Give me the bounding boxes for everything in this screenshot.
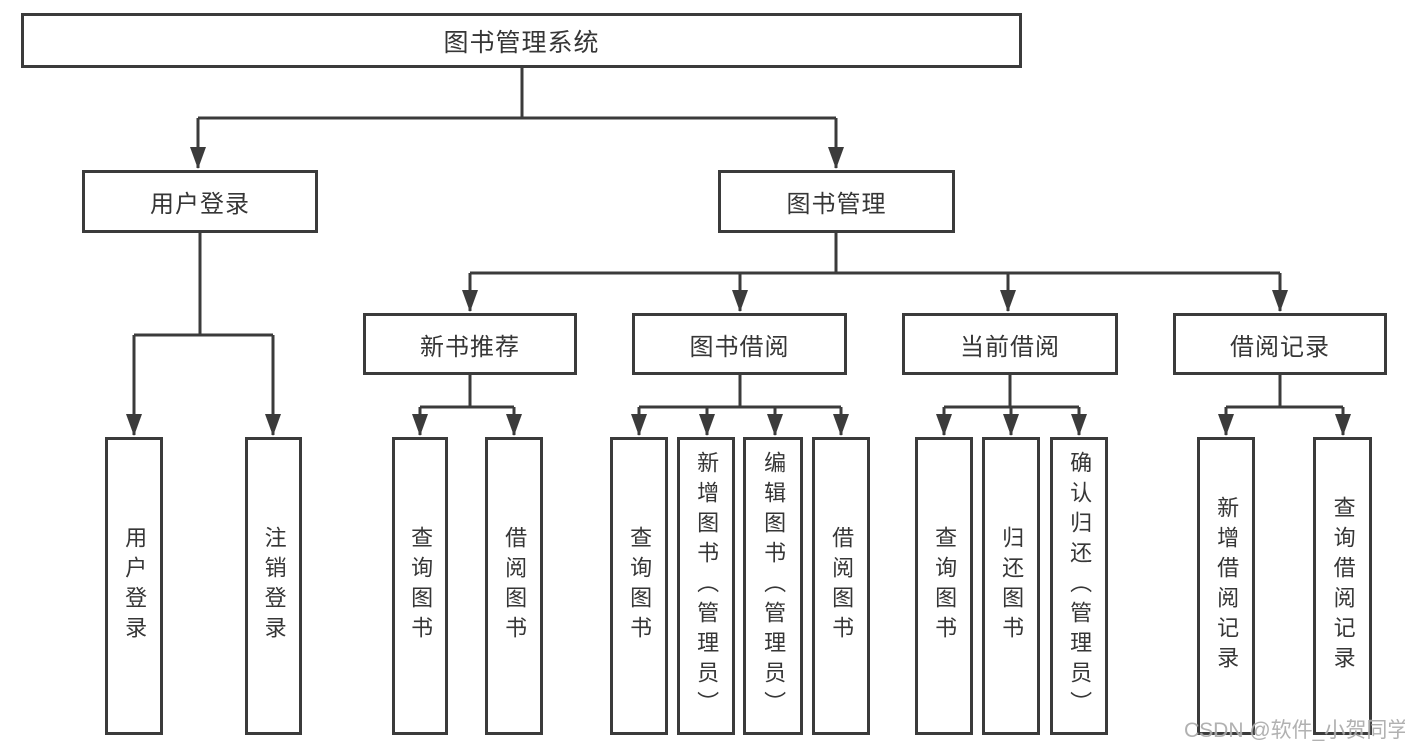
leaf-recommend-query-books: 查询图书 — [392, 437, 448, 735]
node-new-book-recommend-label: 新书推荐 — [420, 333, 520, 361]
node-user-login: 用户登录 — [82, 170, 318, 233]
leaf-add-books-admin: 新增图书（管理员） — [677, 437, 735, 735]
node-book-management: 图书管理 — [718, 170, 955, 233]
node-current-borrowing: 当前借阅 — [902, 313, 1118, 375]
node-borrowing-records: 借阅记录 — [1173, 313, 1387, 375]
leaf-return-books: 归还图书 — [982, 437, 1040, 735]
leaf-user-login-label: 用户登录 — [122, 526, 148, 646]
leaf-logout-label: 注销登录 — [261, 526, 287, 646]
node-book-management-label: 图书管理 — [786, 191, 887, 218]
leaf-borrowing-query-books-label: 查询图书 — [627, 526, 653, 646]
leaf-user-login: 用户登录 — [105, 437, 163, 735]
leaf-add-books-admin-label: 新增图书（管理员） — [694, 451, 720, 721]
leaf-confirm-return-admin: 确认归还（管理员） — [1050, 437, 1108, 735]
leaf-current-query-books: 查询图书 — [915, 437, 973, 735]
leaf-borrowing-query-books: 查询图书 — [610, 437, 668, 735]
node-new-book-recommend: 新书推荐 — [363, 313, 577, 375]
node-user-login-label: 用户登录 — [150, 191, 250, 218]
leaf-logout: 注销登录 — [245, 437, 302, 735]
node-library-system: 图书管理系统 — [21, 13, 1022, 68]
leaf-confirm-return-admin-label: 确认归还（管理员） — [1067, 451, 1093, 721]
leaf-current-query-books-label: 查询图书 — [932, 526, 958, 646]
node-borrowing-records-label: 借阅记录 — [1230, 333, 1330, 361]
node-library-system-label: 图书管理系统 — [443, 28, 600, 57]
leaf-recommend-query-books-label: 查询图书 — [408, 526, 434, 646]
leaf-recommend-borrow-books-label: 借阅图书 — [502, 526, 528, 646]
leaf-borrowing-borrow-books-label: 借阅图书 — [829, 526, 855, 646]
arrowheads — [126, 118, 1351, 436]
node-book-borrowing-label: 图书借阅 — [689, 333, 790, 361]
leaf-query-borrow-record: 查询借阅记录 — [1313, 437, 1372, 735]
connector-path — [134, 68, 1343, 409]
leaf-edit-books-admin: 编辑图书（管理员） — [743, 437, 803, 735]
leaf-recommend-borrow-books: 借阅图书 — [485, 437, 543, 735]
node-current-borrowing-label: 当前借阅 — [960, 333, 1060, 361]
leaf-query-borrow-record-label: 查询借阅记录 — [1330, 496, 1356, 676]
leaf-borrowing-borrow-books: 借阅图书 — [812, 437, 870, 735]
leaf-return-books-label: 归还图书 — [999, 526, 1025, 646]
leaf-add-borrow-record-label: 新增借阅记录 — [1214, 496, 1240, 676]
leaf-edit-books-admin-label: 编辑图书（管理员） — [761, 451, 787, 721]
node-book-borrowing: 图书借阅 — [632, 313, 847, 375]
csdn-watermark: CSDN @软件_小贺同学 — [1184, 719, 1405, 742]
leaf-add-borrow-record: 新增借阅记录 — [1197, 437, 1255, 735]
